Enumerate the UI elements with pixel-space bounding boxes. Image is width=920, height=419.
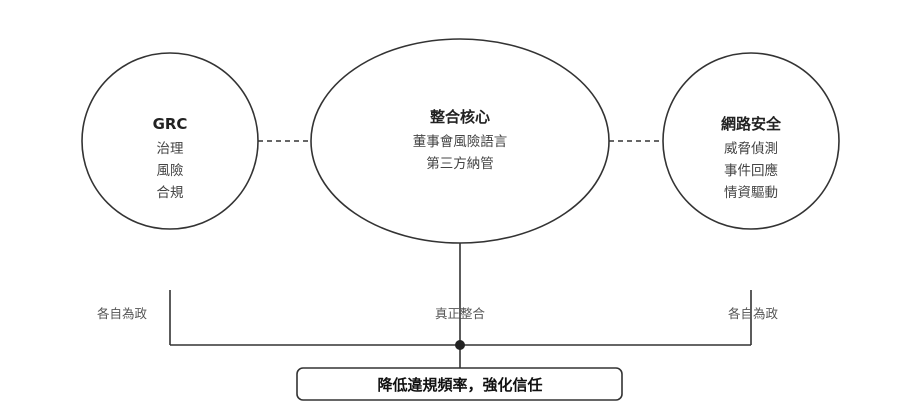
result-box (296, 367, 623, 401)
grc-title: GRC (153, 115, 188, 133)
grc-circle (81, 52, 259, 230)
core-line: 第三方納管 (426, 155, 494, 172)
branch-label-center: 真正整合 (435, 306, 486, 321)
core-title: 整合核心 (430, 108, 490, 126)
cyber-circle (662, 52, 840, 230)
cyber-line: 威脅偵測 (724, 141, 778, 157)
cyber-title: 網路安全 (721, 115, 782, 133)
grc-line: 治理 (157, 141, 184, 157)
result-text: 降低違規頻率，強化信任 (377, 376, 542, 394)
grc-line: 風險 (157, 163, 184, 179)
grc-line: 合規 (157, 185, 184, 201)
core-line: 董事會風險語言 (413, 133, 508, 150)
branch-label-left: 各自為政 (97, 306, 148, 321)
cyber-line: 情資驅動 (724, 185, 778, 201)
merge-dot (455, 340, 465, 350)
branch-label-right: 各自為政 (728, 306, 779, 321)
cyber-line: 事件回應 (724, 162, 778, 179)
